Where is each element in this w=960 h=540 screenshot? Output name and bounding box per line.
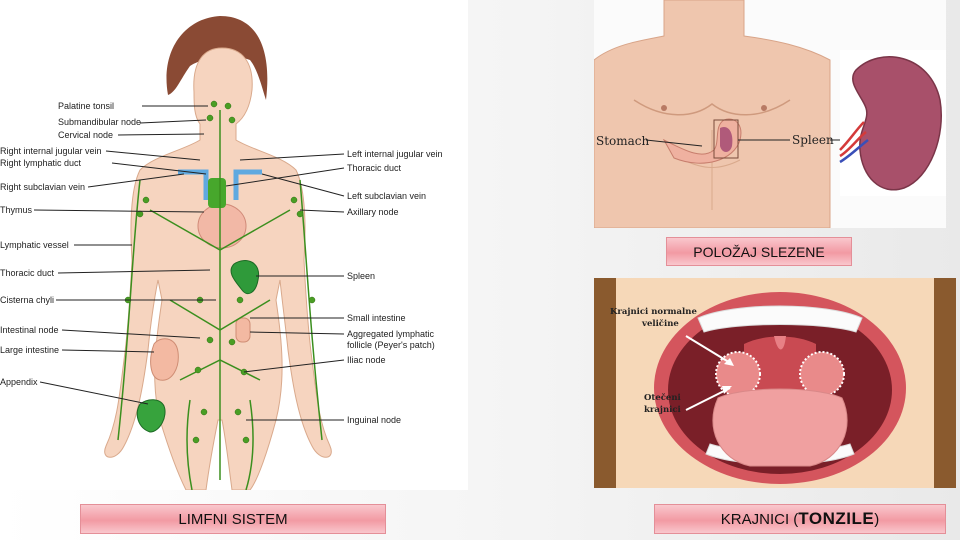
label-spleen: Spleen [347, 271, 375, 281]
label-thymus: Thymus [0, 205, 33, 215]
label-cervical-node: Cervical node [58, 130, 113, 140]
label-thoracic-duct-left: Thoracic duct [0, 268, 55, 278]
caption-spleen-position: POLOŽAJ SLEZENE [666, 237, 852, 266]
caption-spleen-position-text: POLOŽAJ SLEZENE [693, 244, 824, 260]
caption-tonsils-prefix: KRAJNICI ( [721, 511, 799, 528]
nipple-right [761, 105, 767, 111]
caption-tonsils-suffix: ) [874, 511, 879, 528]
label-left-subclavian-vein: Left subclavian vein [347, 191, 426, 201]
tonsils-illustration: Krajnici normalne veličine Otečeni krajn… [594, 278, 956, 488]
label-small-intestine: Small intestine [347, 313, 406, 323]
nipple-left [661, 105, 667, 111]
label-appendix: Appendix [0, 377, 38, 387]
label-normal-tonsils-line1: Krajnici normalne [610, 307, 697, 317]
label-stomach: Stomach [596, 134, 650, 148]
label-inguinal-node: Inguinal node [347, 415, 401, 425]
small-intestine-shape [236, 318, 250, 342]
label-spleen-position: Spleen [792, 133, 834, 147]
tonsil-right-shape [800, 352, 844, 396]
label-left-internal-jugular-vein: Left internal jugular vein [347, 149, 443, 159]
caption-tonsils-emphasis: TONZILE [798, 509, 874, 529]
label-aggregated-lymphatic: Aggregated lymphatic [347, 329, 435, 339]
label-cisterna-chyli: Cisterna chyli [0, 295, 54, 305]
label-peyers-patch: follicle (Peyer's patch) [347, 340, 435, 350]
lymphatic-system-drawing: Palatine tonsil Submandibular node Cervi… [0, 0, 468, 490]
label-submandibular-node: Submandibular node [58, 117, 141, 127]
label-swollen-tonsils-line1: Otečeni [644, 392, 682, 403]
lymphatic-system-illustration: Palatine tonsil Submandibular node Cervi… [0, 0, 468, 490]
label-right-internal-jugular-vein: Right internal jugular vein [0, 146, 102, 156]
body-silhouette [105, 48, 332, 490]
label-thoracic-duct-right: Thoracic duct [347, 163, 402, 173]
label-palatine-tonsil: Palatine tonsil [58, 101, 114, 111]
label-swollen-tonsils-line2: krajnici [644, 405, 682, 415]
caption-lymphatic-system-text: LIMFNI SISTEM [178, 511, 287, 528]
label-right-lymphatic-duct: Right lymphatic duct [0, 158, 82, 168]
label-large-intestine: Large intestine [0, 345, 59, 355]
tongue [713, 389, 847, 466]
label-intestinal-node: Intestinal node [0, 325, 59, 335]
tonsils-drawing: Krajnici normalne veličine Otečeni krajn… [594, 278, 956, 488]
spleen-position-drawing: Stomach Spleen [594, 0, 946, 228]
appendix-shape [137, 400, 165, 432]
thoracic-duct-shape [208, 178, 226, 208]
label-normal-tonsils-line2: veličine [641, 318, 679, 329]
label-lymphatic-vessel: Lymphatic vessel [0, 240, 69, 250]
caption-lymphatic-system: LIMFNI SISTEM [80, 504, 386, 534]
caption-tonsils: KRAJNICI (TONZILE) [654, 504, 946, 534]
label-iliac-node: Iliac node [347, 355, 386, 365]
spleen-position-illustration: Stomach Spleen [594, 0, 946, 228]
label-axillary-node: Axillary node [347, 207, 399, 217]
hair-right [934, 278, 956, 488]
label-right-subclavian-vein: Right subclavian vein [0, 182, 85, 192]
